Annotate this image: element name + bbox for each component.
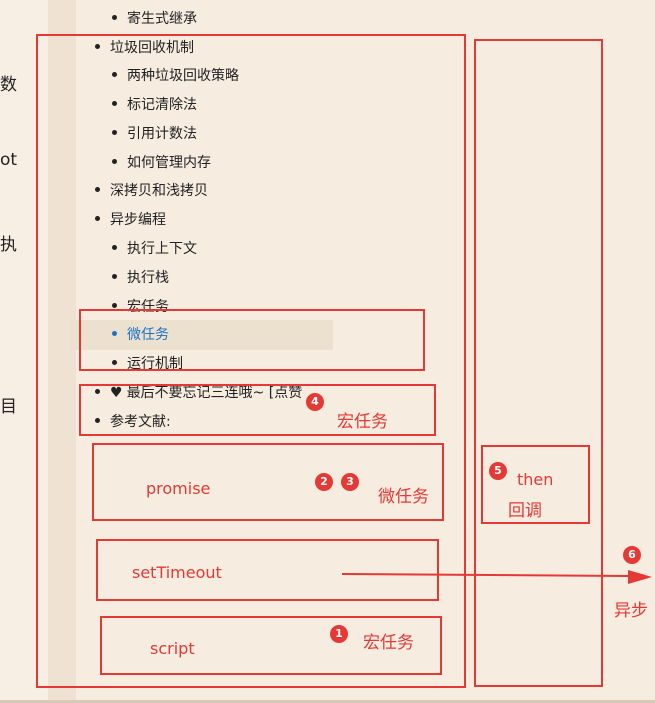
bullet-icon [112,71,117,77]
left-content-strip [0,0,48,703]
async-label: 异步 [614,601,648,621]
bullet-icon [112,359,117,365]
script-box [100,616,442,675]
toc-item[interactable]: 两种垃圾回收策略 [112,67,239,85]
macrotask-label: 宏任务 [337,412,388,432]
step-badge-3: 3 [341,473,359,491]
settimeout-box [96,539,439,601]
callback-label: 回调 [508,501,542,521]
toc-item-label: 如何管理内存 [127,155,211,171]
toc-item-label: 深拷贝和浅拷贝 [110,183,208,199]
toc-item[interactable]: 异步编程 [95,211,166,229]
promise-box [92,443,444,521]
step-badge-5: 5 [489,462,507,480]
toc-item-label: 垃圾回收机制 [110,40,194,56]
toc-item[interactable]: 深拷贝和浅拷贝 [95,182,208,200]
toc-item[interactable]: 宏任务 [112,298,169,316]
then-label: then [517,470,554,489]
bullet-icon [95,43,100,49]
toc-item-label: 两种垃圾回收策略 [127,68,239,84]
toc-item-label: 异步编程 [110,212,166,228]
macrotask-box-4 [79,384,436,436]
toc-item[interactable]: 执行上下文 [112,240,197,258]
step-badge-6: 6 [623,546,641,564]
edge-text-fragment: 执 [0,235,17,255]
event-loop-outer-box [36,34,466,688]
bullet-icon [95,186,100,192]
bullet-icon [112,244,117,250]
toc-item[interactable]: 引用计数法 [112,125,197,143]
toc-item-label: 寄生式继承 [127,11,197,27]
toc-panel-edge [48,0,76,703]
toc-item-label: 微任务 [127,327,169,343]
bullet-icon [112,158,117,164]
bullet-icon [112,302,117,308]
toc-item[interactable]: 如何管理内存 [112,154,211,172]
bullet-icon [112,100,117,106]
settimeout-label: setTimeout [132,563,222,582]
toc-item[interactable]: 标记清除法 [112,96,197,114]
arrow-line [341,573,629,577]
bottom-border [0,700,655,703]
edge-text-fragment: 目 [0,397,17,417]
toc-item[interactable]: 垃圾回收机制 [95,39,194,57]
toc-item[interactable]: 运行机制 [112,355,183,373]
edge-text-fragment: 数 [0,75,17,95]
toc-item[interactable]: 寄生式继承 [112,10,197,28]
bullet-icon [112,129,117,135]
script-label: script [150,639,195,658]
step-badge-4: 4 [306,393,324,411]
microtask-highlight-box [79,309,425,371]
bullet-icon [112,330,117,336]
heart-icon: ♥ [110,385,123,401]
bullet-icon [112,273,117,279]
callback-queue-box [474,39,603,687]
macrotask-label: 宏任务 [363,633,414,653]
bullet-icon [95,388,100,394]
bullet-icon [112,14,117,20]
bullet-icon [95,215,100,221]
microtask-label: 微任务 [378,487,429,507]
arrow-head [628,570,652,584]
then-callback-box [481,445,590,524]
toc-item[interactable]: 执行栈 [112,269,169,287]
promise-label: promise [146,479,211,498]
toc-item-label: 执行上下文 [127,241,197,257]
toc-item-label: 标记清除法 [127,97,197,113]
edge-text-fragment: ot [0,150,18,170]
toc-item-label: 引用计数法 [127,126,197,142]
step-badge-1: 1 [330,625,348,643]
toc-item[interactable]: 参考文献: [95,413,171,431]
toc-item-label: 执行栈 [127,270,169,286]
bullet-icon [95,417,100,423]
toc-item-label: 宏任务 [127,299,169,315]
toc-item-active[interactable]: 微任务 [112,326,169,344]
toc-item[interactable]: ♥最后不要忘记三连哦~ [点赞 [95,384,302,402]
toc-item-label: 参考文献: [110,414,171,430]
step-badge-2: 2 [315,473,333,491]
toc-item-label: 最后不要忘记三连哦~ [点赞 [126,385,303,401]
toc-item-label: 运行机制 [127,356,183,372]
